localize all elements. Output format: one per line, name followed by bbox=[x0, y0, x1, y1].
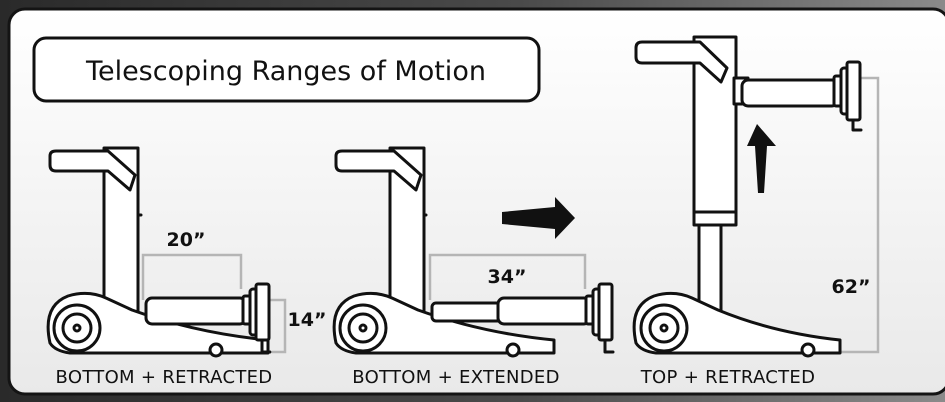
dimension-line-14 bbox=[268, 298, 287, 354]
dimension-label-62: 62” bbox=[832, 276, 871, 298]
dimension-line-62 bbox=[822, 76, 880, 354]
caption-bottom-retracted: BOTTOM + RETRACTED bbox=[56, 367, 273, 388]
caption-bottom-extended: BOTTOM + EXTENDED bbox=[352, 367, 560, 388]
title-box: Telescoping Ranges of Motion bbox=[32, 36, 541, 103]
cart-illustration-bottom-retracted bbox=[46, 146, 287, 358]
up-arrow-icon bbox=[747, 124, 776, 193]
dimension-line-34 bbox=[428, 253, 587, 300]
dimension-label-14: 14” bbox=[288, 309, 327, 331]
dimension-label-20: 20” bbox=[167, 229, 206, 251]
cart-illustration-bottom-extended bbox=[332, 146, 615, 358]
page-title: Telescoping Ranges of Motion bbox=[85, 56, 486, 87]
dimension-line-20 bbox=[141, 253, 243, 300]
right-arrow-icon bbox=[502, 197, 575, 239]
caption-top-retracted: TOP + RETRACTED bbox=[640, 367, 816, 388]
cart-illustration-top-retracted bbox=[632, 35, 880, 358]
dimension-label-34: 34” bbox=[488, 266, 527, 288]
